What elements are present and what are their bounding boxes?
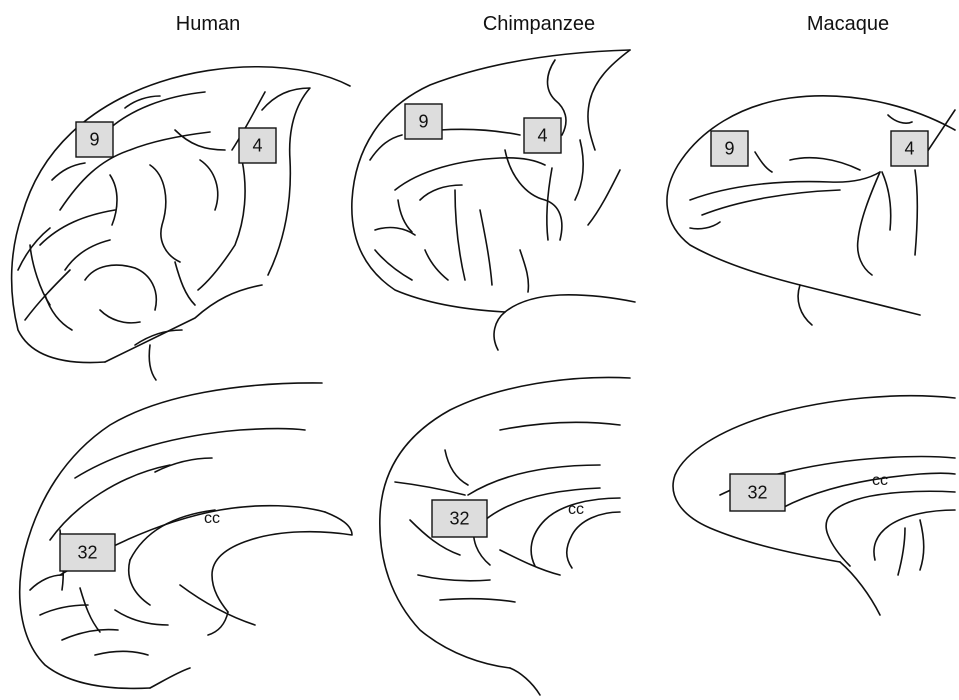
area-9-label-human: 9 [89, 130, 99, 150]
macaque-medial-brain: 32 cc [673, 396, 955, 615]
chimpanzee-lateral-brain: 9 4 [352, 50, 635, 350]
area-32-label-macaque: 32 [747, 483, 767, 503]
area-32-label-human: 32 [77, 543, 97, 563]
area-4-label-chimpanzee: 4 [537, 126, 547, 146]
macaque-lateral-brain: 9 4 [667, 96, 955, 325]
area-9-label-chimpanzee: 9 [418, 112, 428, 132]
corpus-callosum-label-chimpanzee: cc [568, 501, 584, 518]
area-32-label-chimpanzee: 32 [449, 509, 469, 529]
area-9-label-macaque: 9 [724, 139, 734, 159]
species-label-macaque: Macaque [807, 13, 889, 35]
chimpanzee-medial-brain: 32 cc [380, 377, 630, 695]
area-4-label-macaque: 4 [904, 139, 914, 159]
species-label-chimpanzee: Chimpanzee [483, 13, 595, 35]
species-label-human: Human [176, 13, 240, 35]
corpus-callosum-label-human: cc [204, 510, 220, 527]
corpus-callosum-label-macaque: cc [872, 472, 888, 489]
human-lateral-brain: 9 4 [12, 67, 350, 380]
area-4-label-human: 4 [252, 136, 262, 156]
human-medial-brain: 32 cc [20, 383, 352, 688]
